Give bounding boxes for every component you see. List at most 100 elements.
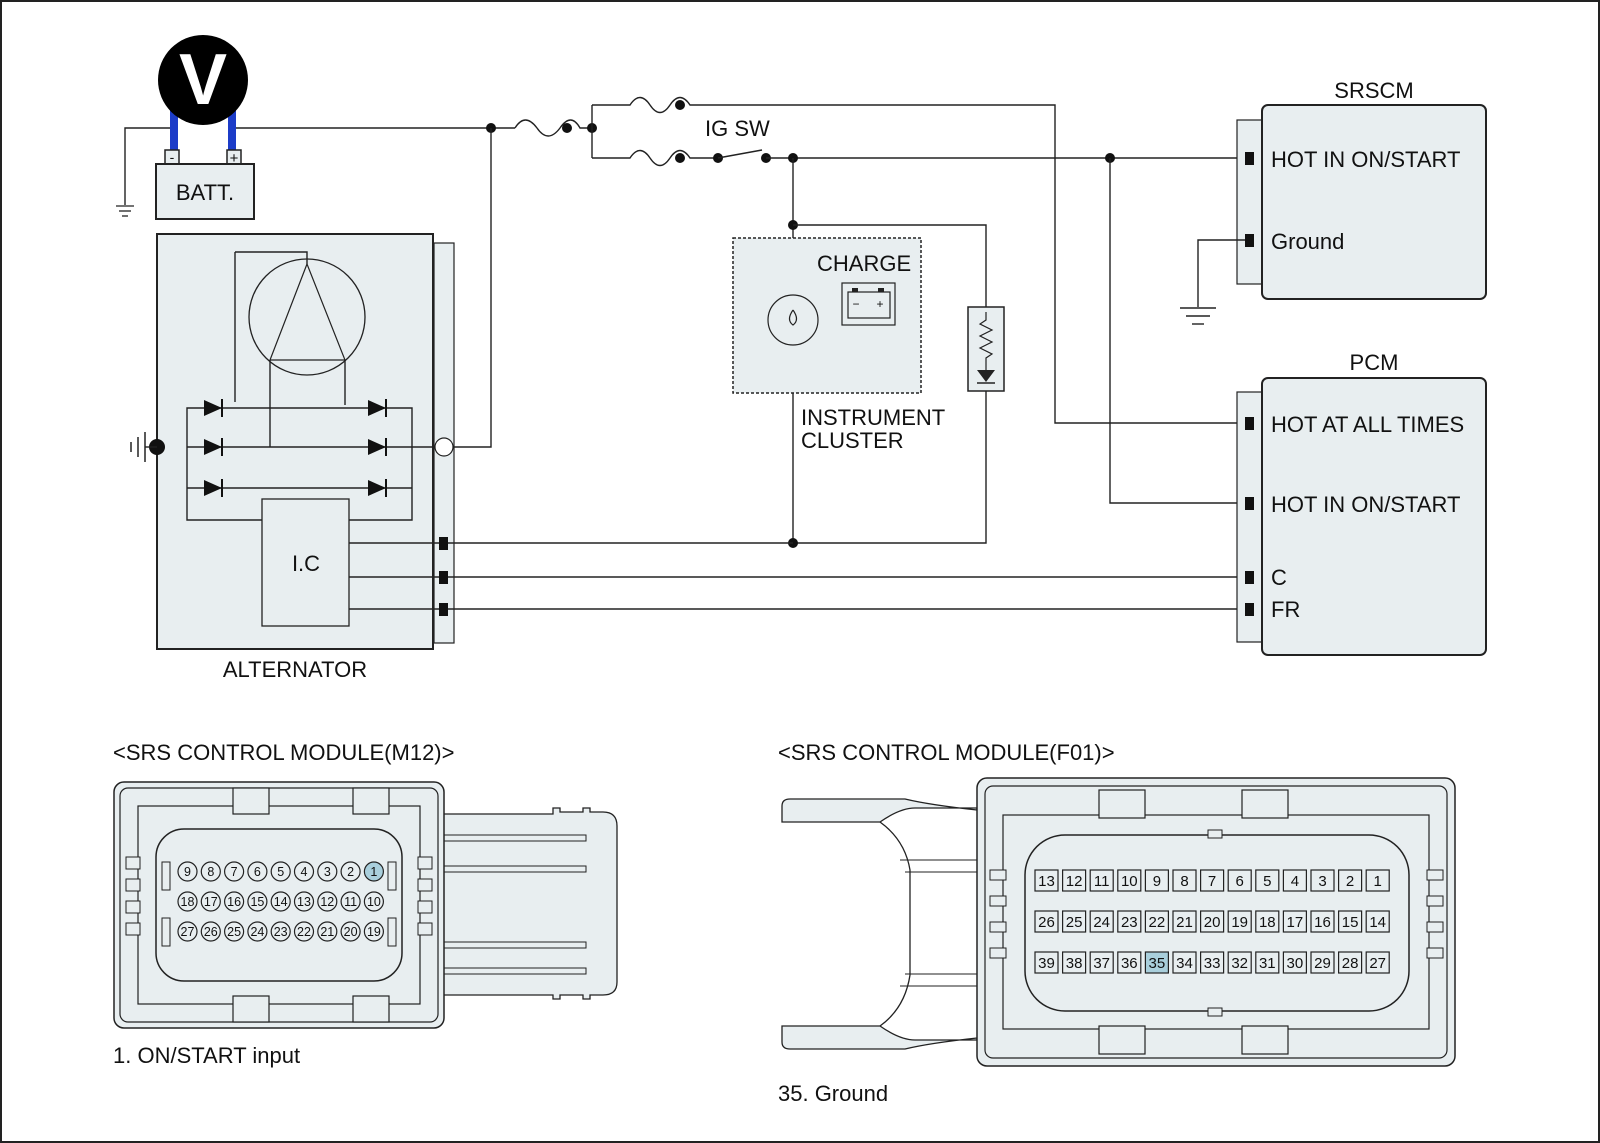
connector-pin xyxy=(1089,910,1114,933)
connector-pin xyxy=(1117,910,1142,933)
connector-pin-label: 27 xyxy=(181,925,195,939)
connector-pin-label: 9 xyxy=(1153,873,1161,890)
connector-pin xyxy=(224,921,245,942)
connector-pin xyxy=(1199,951,1225,974)
connector-pin-label: 8 xyxy=(207,865,214,879)
connector-pin-label: 3 xyxy=(1318,873,1326,890)
srscm-ground-icon xyxy=(1180,307,1216,325)
connector-pin-label: 5 xyxy=(277,865,284,879)
connector-pin-label: 26 xyxy=(204,925,218,939)
cluster-label-line1: INSTRUMENT xyxy=(801,405,945,430)
connector-pin-label: 34 xyxy=(1176,955,1193,972)
connector-pin-label: 11 xyxy=(1094,873,1110,890)
connector-pin xyxy=(270,861,291,882)
connector-pin-label: 15 xyxy=(250,895,264,909)
connector-pin-label: 13 xyxy=(1038,873,1055,890)
connector-pin-label: 2 xyxy=(1346,873,1354,890)
connector-pin xyxy=(270,891,291,912)
connector-pin xyxy=(1255,869,1280,892)
connector-pin xyxy=(1061,910,1087,933)
connector-pin xyxy=(247,891,268,912)
connector-pin-label: 1 xyxy=(1374,873,1382,890)
instrument-cluster: CHARGE − + xyxy=(732,237,922,394)
voltmeter-symbol: V xyxy=(179,40,227,120)
connector-pin-label: 10 xyxy=(1121,873,1138,890)
connector-pin-label: 19 xyxy=(1231,914,1248,931)
battery-pos: + xyxy=(230,150,239,167)
connector-pin xyxy=(1337,869,1363,892)
connector-pin xyxy=(1282,869,1308,892)
battery-ground-icon xyxy=(116,205,134,217)
connector-pin xyxy=(1310,951,1335,974)
resistor-diode xyxy=(967,306,1005,392)
connector-pin-label: 22 xyxy=(297,925,311,939)
connector-pin-label: 7 xyxy=(231,865,238,879)
cluster-label-line2: CLUSTER xyxy=(801,428,904,453)
connector-pin xyxy=(340,921,361,942)
connector-pin xyxy=(1061,951,1087,974)
connector-pin xyxy=(340,861,361,882)
connector-pin xyxy=(224,891,245,912)
connector-pin xyxy=(1227,910,1252,933)
connector-pin-label: 28 xyxy=(1342,955,1359,972)
connector-pin xyxy=(340,891,361,912)
srscm-pin-hot-in-on-start: HOT IN ON/START xyxy=(1271,147,1460,172)
connector-pin-label: 35 xyxy=(1149,955,1166,972)
connector-pin xyxy=(1144,869,1170,892)
connector-pin-label: 21 xyxy=(320,925,334,939)
connector-pin-label: 25 xyxy=(1066,914,1083,931)
connector-pin xyxy=(1172,951,1197,974)
hot-at-all-times-wire xyxy=(592,96,1245,424)
connector-pin-label: 18 xyxy=(181,895,195,909)
connector-m12-note: 1. ON/START input xyxy=(113,1043,300,1068)
connector-pin xyxy=(1310,910,1335,933)
connector-pin xyxy=(1255,910,1280,933)
charge-lamp-icon xyxy=(767,294,819,346)
connector-pin xyxy=(1310,869,1335,892)
connector-pin-label: 25 xyxy=(227,925,241,939)
connector-pin-label: 30 xyxy=(1287,955,1304,972)
connector-pin-label: 8 xyxy=(1180,873,1188,890)
connector-pin xyxy=(317,921,338,942)
connector-pin xyxy=(1117,951,1142,974)
connector-pin xyxy=(317,861,338,882)
connector-pin xyxy=(1337,910,1363,933)
alternator: I.C xyxy=(130,233,455,650)
ig-switch xyxy=(717,149,763,159)
voltmeter: V xyxy=(158,35,248,154)
connector-pin-label: 31 xyxy=(1259,955,1276,972)
connector-pin xyxy=(1089,951,1114,974)
pcm-title: PCM xyxy=(1350,350,1399,375)
srscm-module: SRSCM HOT IN ON/START Ground xyxy=(1236,78,1487,300)
connector-pin xyxy=(1227,869,1252,892)
connector-pin-label: 4 xyxy=(301,865,308,879)
connector-pin xyxy=(363,921,384,942)
connector-pin-label: 9 xyxy=(184,865,191,879)
connector-pin xyxy=(1034,951,1059,974)
connector-m12-title: <SRS CONTROL MODULE(M12)> xyxy=(113,740,454,765)
connector-pin xyxy=(270,921,291,942)
connector-pin-label: 6 xyxy=(254,865,261,879)
connector-pin xyxy=(317,891,338,912)
connector-pin-label: 1 xyxy=(370,865,377,879)
connector-pin-label: 5 xyxy=(1263,873,1271,890)
connector-pin-label: 26 xyxy=(1038,914,1055,931)
connector-f01-title: <SRS CONTROL MODULE(F01)> xyxy=(778,740,1115,765)
connector-pin xyxy=(1337,951,1363,974)
lamp-neg: − xyxy=(852,297,859,311)
connector-pin xyxy=(1365,910,1390,933)
connector-pin-label: 11 xyxy=(344,895,357,909)
connector-pin-label: 36 xyxy=(1121,955,1138,972)
connector-pin xyxy=(1117,869,1142,892)
connector-pin xyxy=(1172,910,1197,933)
connector-pin-label: 4 xyxy=(1291,873,1299,890)
connector-pin xyxy=(1199,869,1225,892)
connector-pin-label: 7 xyxy=(1208,873,1216,890)
ic-label: I.C xyxy=(292,551,320,576)
connector-pin-label: 3 xyxy=(324,865,331,879)
connector-pin-label: 6 xyxy=(1236,873,1244,890)
connector-pin xyxy=(177,861,198,882)
connector-pin xyxy=(1282,910,1308,933)
